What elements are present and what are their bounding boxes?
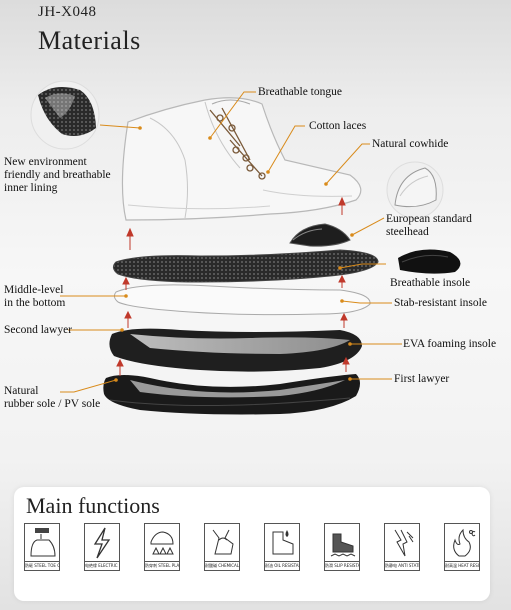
page-title: Materials	[38, 26, 141, 55]
exploded-shoe-diagram	[30, 80, 461, 415]
steel-toe-cap	[289, 223, 351, 247]
label-inner-lining-line3: inner lining	[4, 182, 58, 194]
steelhead-inset	[386, 161, 444, 219]
function-caption: 耐油 OIL RESISTANT	[265, 561, 299, 568]
function-caption: 耐酸碱 CHEMICAL RESISTANT	[205, 561, 239, 568]
function-icons: 防砸 STEEL TOE CAP 电绝缘 ELECTRIC INSULATION…	[24, 523, 480, 573]
inner-lining-inset	[30, 80, 100, 150]
boot-upper	[121, 97, 362, 221]
main-functions-title: Main functions	[26, 493, 160, 518]
label-outsole: Natural rubber sole / PV sole	[4, 385, 100, 411]
label-middle-level-line2: in the bottom	[4, 297, 66, 309]
label-second-layer: Second lawyer	[4, 324, 73, 336]
slip-resistant-icon: 防滑 SLIP RESISTANT	[324, 523, 360, 571]
heat-resistant-icon: 耐高温 HEAT RESISTANT	[444, 523, 480, 571]
label-steelhead-line1: European standard	[386, 213, 472, 225]
electric-shock-icon: 电绝缘 ELECTRIC INSULATION	[84, 523, 120, 571]
label-inner-lining: New environment friendly and breathable …	[4, 156, 111, 195]
label-breathable-tongue: Breathable tongue	[258, 86, 342, 98]
stab-resistant-insole	[113, 284, 371, 316]
label-eva-insole: EVA foaming insole	[403, 338, 497, 350]
function-caption: 防静电 ANTI STATIC	[385, 561, 419, 568]
breathable-insole-inset	[398, 249, 461, 274]
label-middle-level: Middle-level in the bottom	[4, 284, 65, 310]
breathable-insole	[112, 249, 379, 283]
label-steelhead: European standard steelhead	[386, 213, 472, 239]
function-caption: 防滑 SLIP RESISTANT	[325, 561, 359, 568]
label-steelhead-line2: steelhead	[386, 226, 429, 238]
outsole	[103, 374, 360, 415]
label-breathable-insole: Breathable insole	[390, 277, 471, 289]
function-caption: 防穿刺 STEEL PLATE	[145, 561, 179, 568]
oil-resistant-icon: 耐油 OIL RESISTANT	[264, 523, 300, 571]
label-inner-lining-line1: New environment	[4, 156, 87, 168]
label-cotton-laces: Cotton laces	[309, 120, 367, 132]
function-caption: 防砸 STEEL TOE CAP	[25, 561, 59, 570]
label-first-layer: First lawyer	[394, 373, 450, 385]
label-outsole-line2: rubber sole / PV sole	[4, 398, 101, 410]
main-functions-panel: Main functions 防砸 STEEL TOE CAP 电绝缘 ELEC…	[14, 487, 490, 601]
model-number: JH-X048	[38, 4, 97, 20]
steel-plate-icon: 防穿刺 STEEL PLATE	[144, 523, 180, 571]
eva-insole	[109, 328, 362, 372]
label-natural-cowhide: Natural cowhide	[372, 138, 449, 150]
steel-toe-icon: 防砸 STEEL TOE CAP	[24, 523, 60, 571]
label-outsole-line1: Natural	[4, 385, 39, 397]
chemical-resistant-icon: 耐酸碱 CHEMICAL RESISTANT	[204, 523, 240, 571]
label-inner-lining-line2: friendly and breathable	[4, 169, 111, 181]
label-stab-resistant: Stab-resistant insole	[394, 297, 487, 309]
label-middle-level-line1: Middle-level	[4, 284, 64, 296]
anti-static-icon: 防静电 ANTI STATIC	[384, 523, 420, 571]
function-caption: 电绝缘 ELECTRIC INSULATION	[85, 561, 119, 568]
function-caption: 耐高温 HEAT RESISTANT	[445, 561, 479, 568]
